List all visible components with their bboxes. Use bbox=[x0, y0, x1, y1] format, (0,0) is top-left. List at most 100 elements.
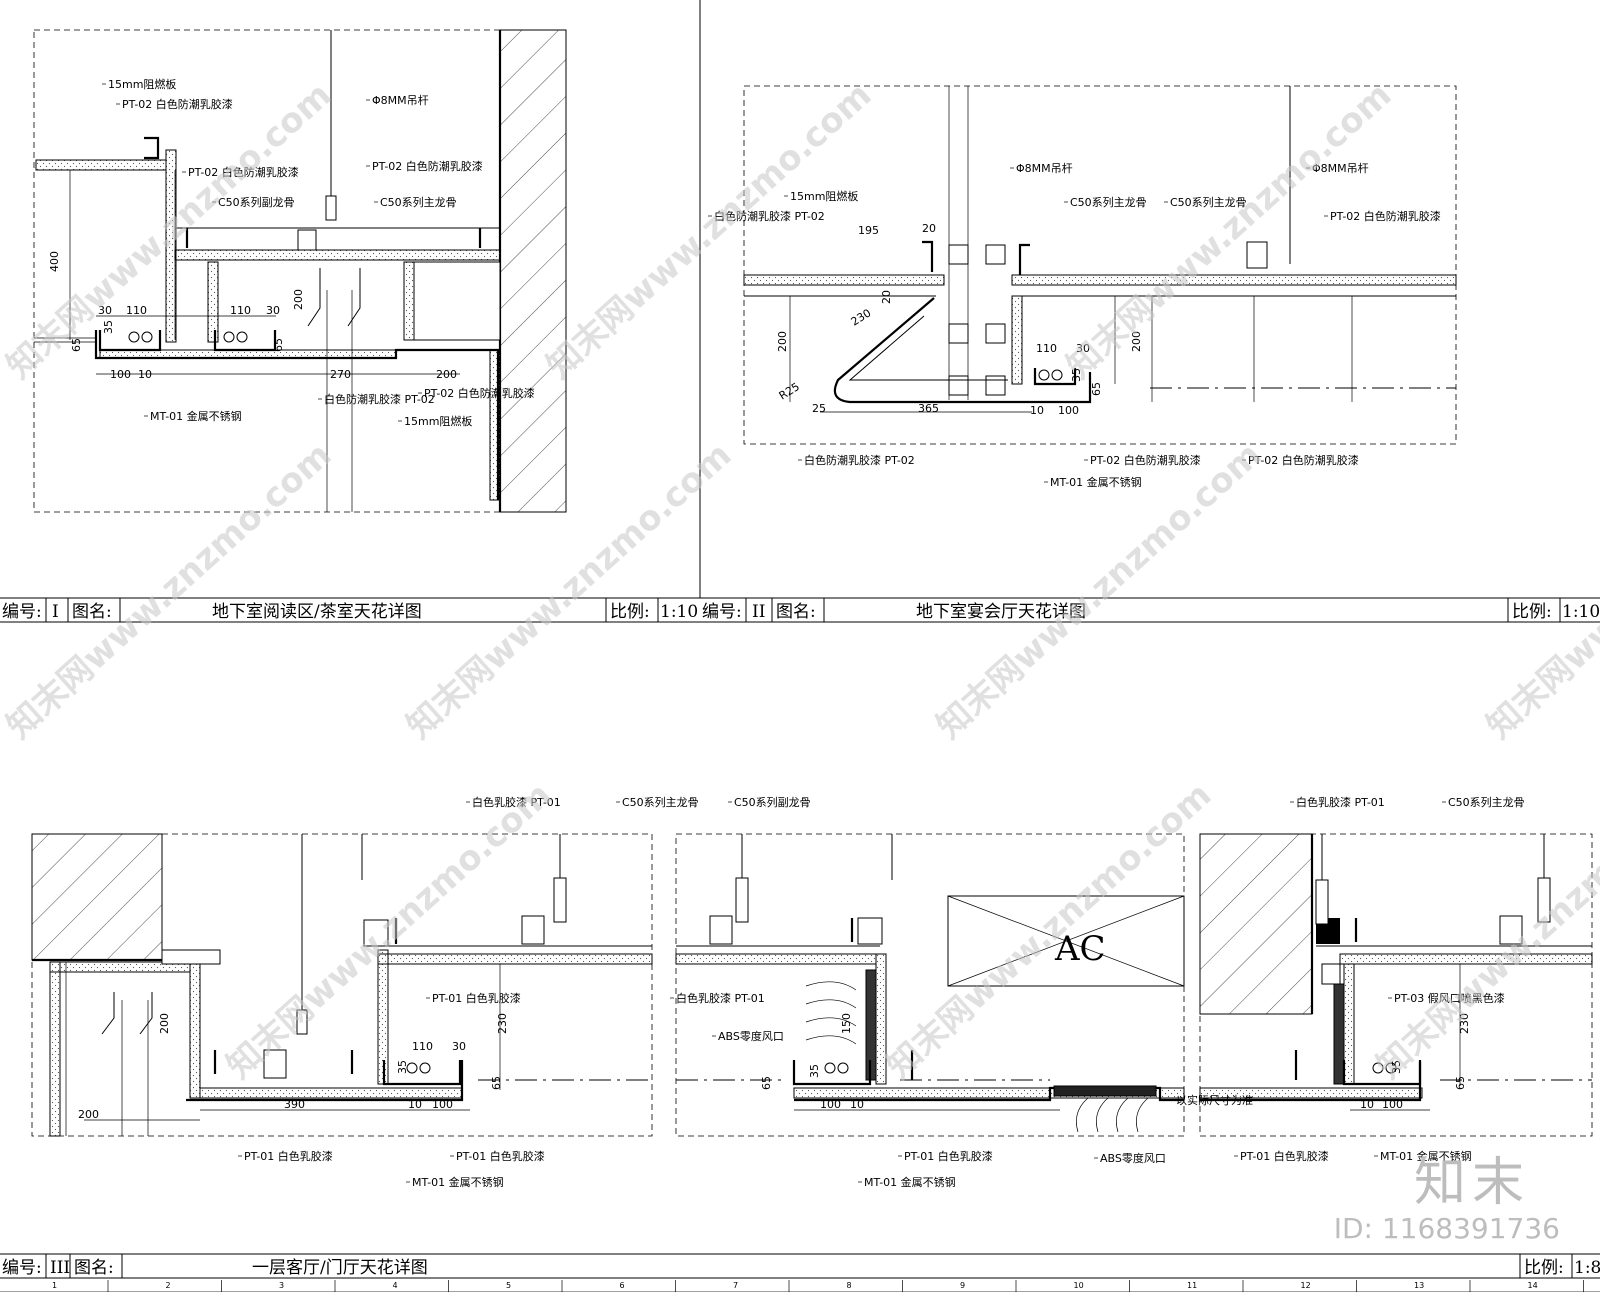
grid-number: 3 bbox=[279, 1281, 284, 1290]
dimension-value: 65 bbox=[70, 338, 83, 352]
drawing-title: 地下室阅读区/茶室天花详图 bbox=[212, 602, 422, 622]
material-callout: PT-02 白色防潮乳胶漆 bbox=[372, 159, 483, 173]
dimension-value: 30 bbox=[452, 1040, 466, 1053]
detail-2-frame bbox=[743, 85, 1457, 445]
dimension-value: 30 bbox=[98, 304, 112, 317]
watermark-text: 知末网www.znzmo.com bbox=[1369, 775, 1600, 1087]
detail-3b-frame bbox=[675, 833, 1185, 1137]
dimension-value: 110 bbox=[230, 304, 251, 317]
dimension-value: 200 bbox=[292, 289, 305, 310]
dimension-value: 30 bbox=[266, 304, 280, 317]
grid-number: 6 bbox=[620, 1281, 625, 1290]
material-callout: 15mm阻燃板 bbox=[108, 77, 176, 91]
dimension-value: 35 bbox=[102, 320, 115, 334]
dimension-value: 270 bbox=[330, 368, 351, 381]
dimension-value: 230 bbox=[496, 1013, 509, 1034]
dimension-value: 195 bbox=[858, 224, 879, 237]
image-id: ID: 1168391736 bbox=[1333, 1212, 1560, 1245]
drawing-title: 一层客厅/门厅天花详图 bbox=[252, 1258, 428, 1278]
dimension-value: 30 bbox=[1076, 342, 1090, 355]
material-callout: PT-02 白色防潮乳胶漆 bbox=[1248, 453, 1359, 467]
dimension-value: R25 bbox=[777, 380, 802, 402]
drawing-number: I bbox=[52, 602, 59, 622]
material-callout: ABS零度风口 bbox=[1100, 1151, 1166, 1165]
drawing-title: 地下室宴会厅天花详图 bbox=[916, 602, 1086, 622]
material-callout: 15mm阻燃板 bbox=[790, 189, 858, 203]
dimension-value: 65 bbox=[490, 1076, 503, 1090]
title-bar-2: 编号: II 图名: 地下室宴会厅天花详图 比例: 1:10 bbox=[702, 602, 1600, 622]
material-callout: 白色防潮乳胶漆 PT-02 bbox=[714, 209, 825, 223]
detail-1-basement-reading-tea bbox=[33, 29, 567, 513]
detail-3c-frame bbox=[1199, 833, 1593, 1137]
grid-number: 4 bbox=[393, 1281, 398, 1290]
material-callout: PT-02 白色防潮乳胶漆 bbox=[1090, 453, 1201, 467]
dimension-value: 100 bbox=[1382, 1098, 1403, 1111]
dimension-value: 390 bbox=[284, 1098, 305, 1111]
detail-3a-frame bbox=[31, 833, 653, 1137]
dimension-value: 200 bbox=[776, 331, 789, 352]
ac-unit bbox=[947, 895, 1185, 987]
detail-3-first-floor-living bbox=[31, 833, 1593, 1137]
concrete-wall-hatch bbox=[499, 29, 567, 513]
drawing-number: II bbox=[752, 602, 765, 622]
dimension-value: 200 bbox=[1130, 331, 1143, 352]
material-callout: MT-01 金属不锈钢 bbox=[864, 1175, 956, 1189]
dimension-value: 200 bbox=[78, 1108, 99, 1121]
material-callout: PT-02 白色防潮乳胶漆 bbox=[188, 165, 299, 179]
material-callout: PT-01 白色乳胶漆 bbox=[244, 1149, 333, 1163]
material-callout: 以实际尺寸为准 bbox=[1176, 1093, 1253, 1107]
dimension-value: 100 bbox=[432, 1098, 453, 1111]
grid-number: 14 bbox=[1528, 1281, 1538, 1290]
drawing-scale: 1:8 bbox=[1574, 1258, 1600, 1278]
dimension-value: 200 bbox=[158, 1013, 171, 1034]
grid-number: 9 bbox=[960, 1281, 965, 1290]
material-callout: PT-01 白色乳胶漆 bbox=[904, 1149, 993, 1163]
material-callout: C50系列主龙骨 bbox=[1070, 195, 1147, 209]
material-callout: Φ8MM吊杆 bbox=[1016, 161, 1073, 175]
dimension-value: 110 bbox=[412, 1040, 433, 1053]
material-callout: MT-01 金属不锈钢 bbox=[1380, 1149, 1472, 1163]
dimension-value: 65 bbox=[1454, 1076, 1467, 1090]
dimension-value: 35 bbox=[1070, 368, 1083, 382]
title-bar-3: 编号: III 图名: 一层客厅/门厅天花详图 比例: 1:8 bbox=[2, 1258, 1600, 1278]
dimension-value: 25 bbox=[812, 402, 826, 415]
scale-label: 比例: bbox=[1512, 602, 1552, 622]
dimension-value: 20 bbox=[880, 290, 893, 304]
dimension-value: 230 bbox=[849, 306, 874, 328]
dimension-value: 110 bbox=[1036, 342, 1057, 355]
grid-number: 13 bbox=[1414, 1281, 1424, 1290]
material-callout: C50系列主龙骨 bbox=[622, 795, 699, 809]
name-label: 图名: bbox=[776, 602, 816, 622]
watermark-text: 知末网www.znzmo.com bbox=[539, 75, 879, 387]
dimension-value: 10 bbox=[408, 1098, 422, 1111]
dimension-value: 100 bbox=[110, 368, 131, 381]
material-callout: 白色乳胶漆 PT-01 bbox=[472, 795, 561, 809]
material-callout: MT-01 金属不锈钢 bbox=[150, 409, 242, 423]
material-callout: MT-01 金属不锈钢 bbox=[1050, 475, 1142, 489]
drawing-number: III bbox=[50, 1258, 70, 1278]
dimension-value: 100 bbox=[820, 1098, 841, 1111]
dimension-value: 10 bbox=[138, 368, 152, 381]
dimension-value: 10 bbox=[850, 1098, 864, 1111]
watermark-text: 知末网www.znzmo.com bbox=[0, 435, 339, 747]
material-callout: C50系列副龙骨 bbox=[734, 795, 811, 809]
dimension-value: 400 bbox=[48, 251, 61, 272]
callouts-layer: 15mm阻燃板 PT-02 白色防潮乳胶漆 Φ8MM吊杆 PT-02 白色防潮乳胶漆 P… bbox=[102, 77, 1525, 1189]
dimension-value: 35 bbox=[1390, 1060, 1403, 1074]
dimension-value: 65 bbox=[760, 1076, 773, 1090]
grid-number: 10 bbox=[1074, 1281, 1084, 1290]
grid-number: 7 bbox=[733, 1281, 738, 1290]
material-callout: C50系列副龙骨 bbox=[218, 195, 295, 209]
material-callout: PT-02 白色防潮乳胶漆 bbox=[1330, 209, 1441, 223]
watermark-text: 知末网www.znzmo.com bbox=[879, 775, 1219, 1087]
dimension-value: 35 bbox=[808, 1064, 821, 1078]
dimension-value: 10 bbox=[1030, 404, 1044, 417]
material-callout: Φ8MM吊杆 bbox=[1312, 161, 1369, 175]
watermarks: 知末网www.znzmo.com 知末网www.znzmo.com 知末网www… bbox=[0, 75, 1600, 1087]
material-callout: 白色乳胶漆 PT-01 bbox=[676, 991, 765, 1005]
ac-label: AC bbox=[1054, 929, 1106, 969]
dimension-value: 230 bbox=[1458, 1013, 1471, 1034]
material-callout: 15mm阻燃板 bbox=[404, 414, 472, 428]
